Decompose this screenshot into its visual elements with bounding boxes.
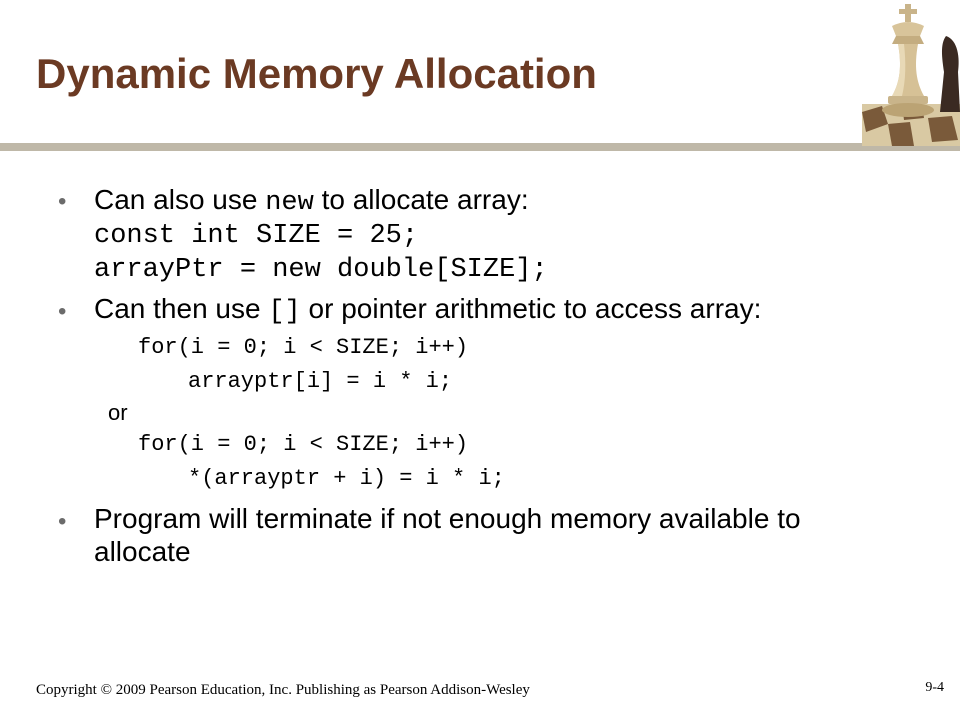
code-block-1-line-2: arrayptr[i] = i * i; bbox=[188, 369, 453, 394]
slide-title: Dynamic Memory Allocation bbox=[36, 50, 597, 97]
bullet-2-text-before: Can then use bbox=[94, 293, 269, 324]
code-block-2-line-1: for(i = 0; i < SIZE; i++) bbox=[138, 432, 469, 457]
bullet-1-code-line-1: const int SIZE = 25; bbox=[94, 221, 419, 251]
bullet-2-code-inline: [] bbox=[268, 297, 301, 327]
chess-king-icon bbox=[862, 4, 960, 146]
slide-body: • Can also use new to allocate array: co… bbox=[58, 184, 801, 567]
bullet-marker: • bbox=[58, 298, 67, 325]
bullet-marker: • bbox=[58, 188, 67, 215]
bullet-1-text-after: to allocate array: bbox=[313, 184, 529, 215]
bullet-1-line: Can also use new to allocate array: bbox=[94, 184, 529, 218]
bullet-3-line-2: allocate bbox=[94, 536, 191, 567]
or-label: or bbox=[108, 400, 128, 425]
title-divider bbox=[0, 143, 960, 151]
bullet-2-line: Can then use [] or pointer arithmetic to… bbox=[94, 293, 761, 327]
bullet-2-text-after: or pointer arithmetic to access array: bbox=[300, 293, 762, 324]
bullet-1-code-line-2: arrayPtr = new double[SIZE]; bbox=[94, 255, 548, 285]
bullet-3-line-1: Program will terminate if not enough mem… bbox=[94, 503, 801, 534]
bullet-1-text-before: Can also use bbox=[94, 184, 266, 215]
code-block-1-line-1: for(i = 0; i < SIZE; i++) bbox=[138, 335, 469, 360]
bullet-1-code-inline: new bbox=[265, 188, 314, 218]
bullet-marker: • bbox=[58, 508, 67, 535]
page-number: 9-4 bbox=[925, 680, 944, 695]
code-block-2-line-2: *(arrayptr + i) = i * i; bbox=[188, 466, 505, 491]
copyright-footer: Copyright © 2009 Pearson Education, Inc.… bbox=[36, 682, 530, 698]
